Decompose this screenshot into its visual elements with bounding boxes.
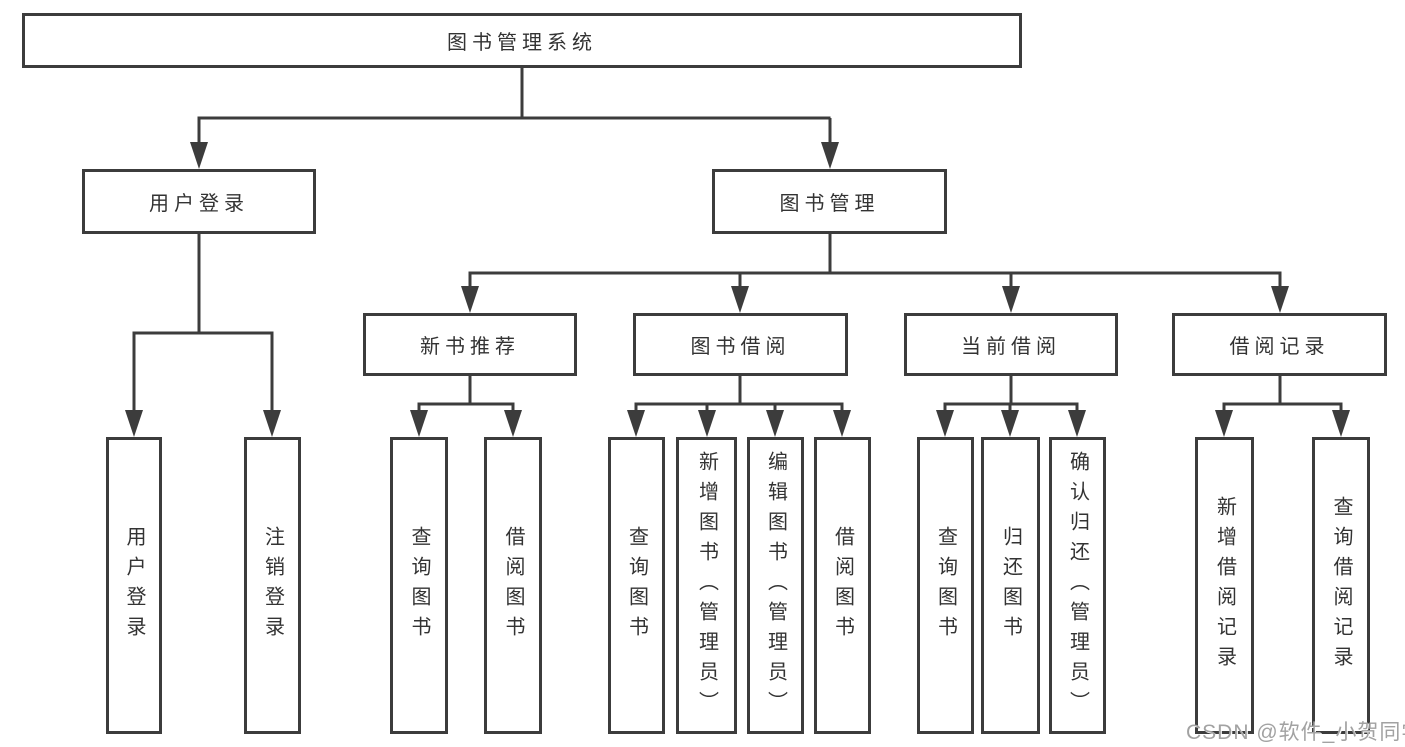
node-label: 借阅图书 [831, 525, 854, 646]
node-label: 确认归还（管理员） [1066, 450, 1089, 721]
node-leaf-borrow-books-recommend: 借阅图书 [484, 437, 542, 734]
node-book-borrow: 图书借阅 [633, 313, 848, 376]
node-label: 借阅图书 [502, 525, 524, 646]
node-leaf-query-books-recommend: 查询图书 [390, 437, 448, 734]
node-label: 查询图书 [625, 525, 648, 646]
node-user-login: 用户登录 [82, 169, 316, 234]
csdn-watermark: CSDN @软件_小贺同学 [1186, 721, 1405, 744]
connector-bookborrow-to-leaves [634, 376, 844, 431]
node-leaf-add-borrow-record: 新增借阅记录 [1195, 437, 1254, 734]
node-new-book-recommend: 新书推荐 [363, 313, 577, 376]
node-book-management: 图书管理 [712, 169, 947, 234]
node-label: 归还图书 [999, 525, 1022, 646]
node-leaf-logout: 注销登录 [244, 437, 301, 734]
node-label: 用户登录 [123, 525, 145, 646]
node-leaf-user-login: 用户登录 [106, 437, 162, 734]
node-label: 新增借阅记录 [1213, 495, 1236, 676]
connector-newbook-to-leaves [417, 376, 515, 431]
node-leaf-confirm-return-admin: 确认归还（管理员） [1049, 437, 1106, 734]
node-leaf-query-books-current: 查询图书 [917, 437, 974, 734]
node-current-borrow: 当前借阅 [904, 313, 1118, 376]
node-leaf-edit-books-admin: 编辑图书（管理员） [747, 437, 804, 734]
connector-root-to-level2 [197, 68, 832, 163]
node-borrow-records: 借阅记录 [1172, 313, 1387, 376]
node-leaf-query-borrow-record: 查询借阅记录 [1312, 437, 1370, 734]
node-leaf-add-books-admin: 新增图书（管理员） [676, 437, 737, 734]
node-label: 查询借阅记录 [1330, 495, 1352, 676]
connector-borrowrecords-to-leaves [1222, 376, 1343, 431]
node-label: 编辑图书（管理员） [764, 450, 787, 721]
connector-userlogin-to-leaves [132, 234, 274, 431]
connector-currentborrow-to-leaves [943, 376, 1079, 431]
node-label: 查询图书 [934, 525, 957, 646]
node-leaf-query-books-borrow: 查询图书 [608, 437, 665, 734]
node-root: 图书管理系统 [22, 13, 1022, 68]
connector-bookmgmt-to-level3 [468, 234, 1282, 307]
node-leaf-return-books: 归还图书 [981, 437, 1040, 734]
node-leaf-borrow-books: 借阅图书 [814, 437, 871, 734]
node-label: 新增图书（管理员） [695, 450, 718, 721]
node-label: 注销登录 [261, 525, 284, 646]
node-label: 查询图书 [408, 525, 430, 646]
